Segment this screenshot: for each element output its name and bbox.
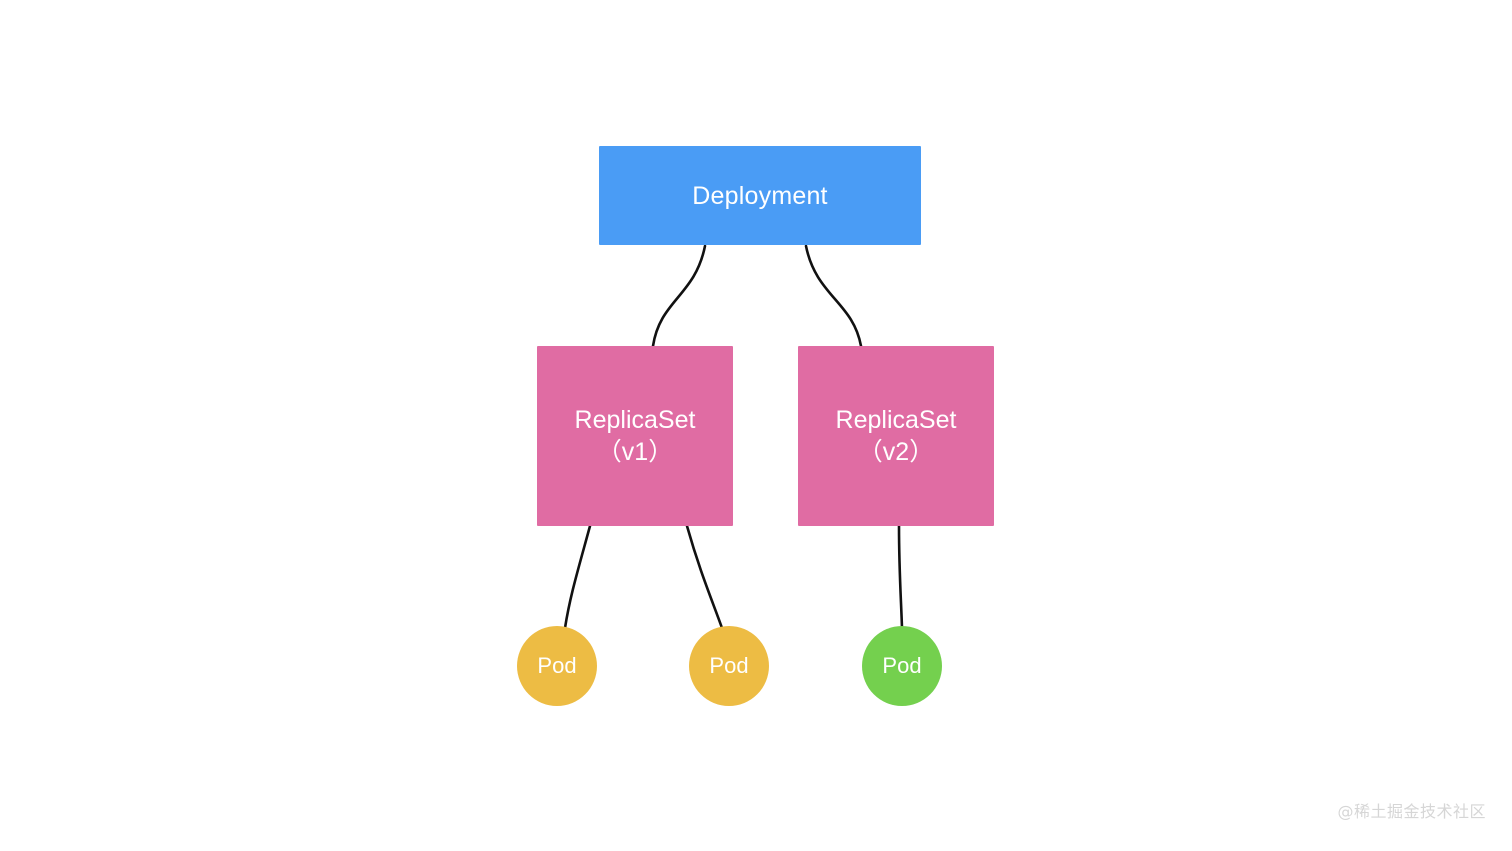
node-replicaset-v1-label: ReplicaSet （v1） — [574, 406, 696, 466]
node-replicaset-v2-label: ReplicaSet （v2） — [835, 406, 957, 466]
node-deployment-label: Deployment — [692, 181, 828, 210]
node-pod-2: Pod — [689, 626, 769, 706]
node-pod-1-label: Pod — [537, 652, 577, 678]
edge-deployment-to-replicaset-v2 — [804, 244, 863, 348]
node-pod-3: Pod — [862, 626, 942, 706]
node-deployment: Deployment — [599, 146, 921, 245]
watermark-text: @稀土掘金技术社区 — [1337, 802, 1486, 821]
node-pod-2-label: Pod — [709, 652, 749, 678]
node-replicaset-v2: ReplicaSet （v2） — [798, 346, 994, 526]
node-replicaset-v1: ReplicaSet （v1） — [537, 346, 733, 526]
node-pod-1: Pod — [517, 626, 597, 706]
edge-replicaset-v1-to-pod-2 — [685, 524, 724, 630]
edge-deployment-to-replicaset-v1 — [651, 244, 707, 348]
edge-replicaset-v1-to-pod-1 — [563, 524, 592, 630]
edge-replicaset-v2-to-pod-3 — [897, 524, 904, 630]
node-pod-3-label: Pod — [882, 652, 922, 678]
